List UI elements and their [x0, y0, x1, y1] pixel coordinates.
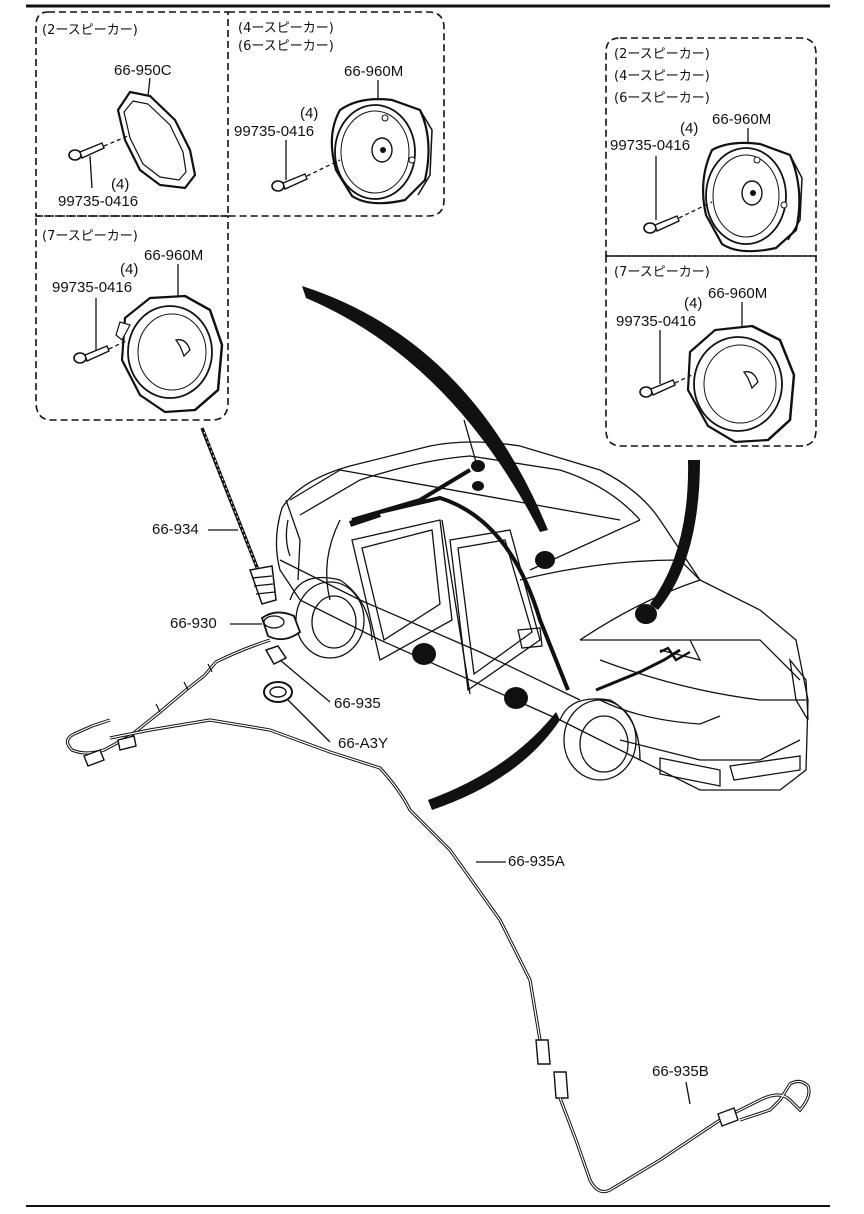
box-header: (7ースピーカー): [614, 265, 710, 280]
cable-66-935a: [65, 638, 551, 1065]
antenna-base: [260, 611, 302, 641]
screw-icon: [643, 156, 713, 234]
speaker-box-right: [605, 37, 817, 447]
qty-label: (4): [111, 176, 129, 193]
box-header: (2ースピーカー): [614, 47, 710, 62]
speaker-location-dot: [412, 643, 436, 665]
cable-66-935b: [553, 1071, 811, 1194]
part-label-66-960m: 66-960M: [144, 247, 203, 264]
screw-icon: [271, 140, 341, 192]
box-header: (2ースピーカー): [42, 23, 138, 38]
qty-label: (4): [300, 105, 318, 122]
qty-label: (4): [684, 295, 702, 312]
box-header: (4ースピーカー): [238, 21, 334, 36]
part-label-66-a3y: 66-A3Y: [338, 735, 388, 752]
car-illustration: [275, 441, 809, 791]
part-label-66-935b: 66-935B: [652, 1063, 709, 1080]
speaker-location-dot: [471, 460, 485, 472]
screw-icon: [68, 135, 129, 189]
qty-label: (4): [680, 120, 698, 137]
box-header: (6ースピーカー): [614, 91, 710, 106]
part-label-66-960m: 66-960M: [344, 63, 403, 80]
wiring-harness: [595, 648, 681, 692]
screw-part-label: 99735-0416: [234, 123, 314, 140]
speaker-66-960m: [686, 324, 796, 444]
part-label-66-960m: 66-960M: [712, 111, 771, 128]
part-label-66-950c: 66-950C: [114, 62, 172, 79]
box-header: (7ースピーカー): [42, 229, 138, 244]
part-label-66-934: 66-934: [152, 521, 199, 538]
antenna-rod: [200, 427, 277, 605]
screw-part-label: 99735-0416: [58, 193, 138, 210]
speaker-location-dot: [635, 604, 657, 624]
speaker-location-dot: [472, 481, 484, 491]
part-label-66-960m: 66-960M: [708, 285, 767, 302]
speaker-location-dot: [535, 551, 555, 569]
screw-part-label: 99735-0416: [610, 137, 690, 154]
speaker-location-dot: [504, 687, 528, 709]
box-header: (4ースピーカー): [614, 69, 710, 84]
qty-label: (4): [120, 261, 138, 278]
screw-icon: [73, 298, 129, 364]
leader-wedge: [650, 460, 700, 610]
part-label-66-935a: 66-935A: [508, 853, 565, 870]
screw-part-label: 99735-0416: [52, 279, 132, 296]
speaker-66-960m: [115, 294, 224, 414]
speaker-ring-66-950c: [116, 77, 197, 190]
part-label-66-935: 66-935: [334, 695, 381, 712]
speaker-66-960m: [702, 141, 803, 253]
part-label-66-930: 66-930: [170, 615, 217, 632]
grommet: [263, 681, 331, 743]
speaker-66-960m: [330, 98, 433, 205]
leader-wedge: [428, 712, 560, 810]
screw-part-label: 99735-0416: [616, 313, 696, 330]
screw-icon: [639, 330, 695, 398]
leader-line: [685, 1081, 691, 1105]
box-header: (6ースピーカー): [238, 39, 334, 54]
speaker-box-top-left: [35, 11, 445, 421]
feeder-connector: [264, 645, 331, 703]
